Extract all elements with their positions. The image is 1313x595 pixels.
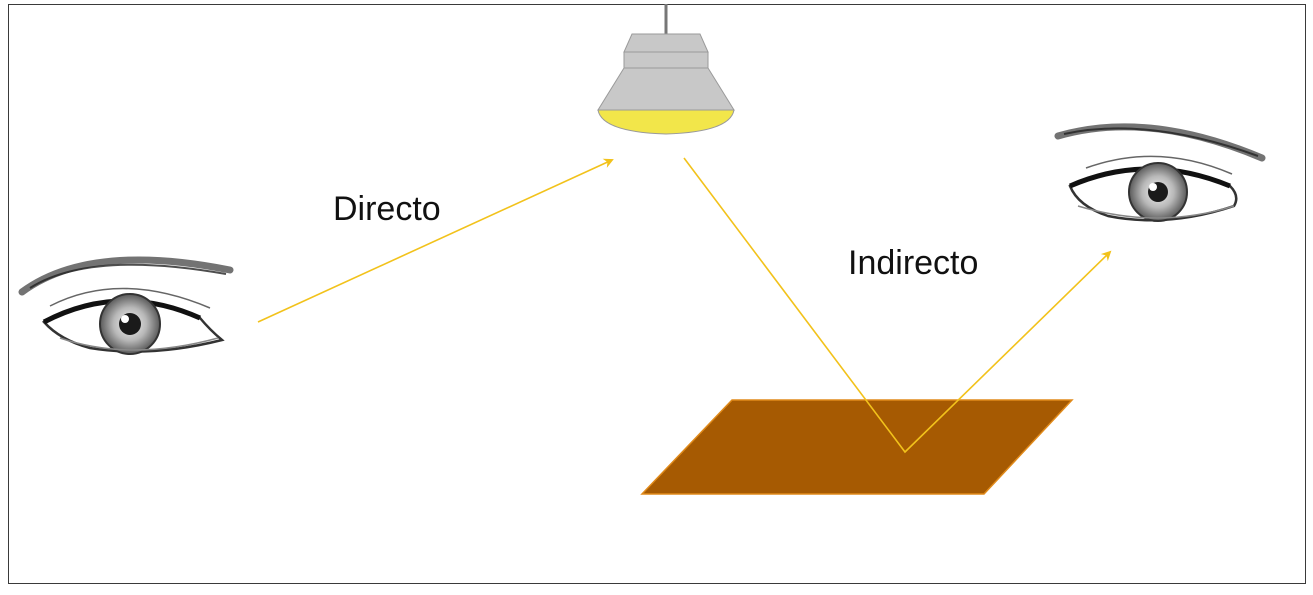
lamp-shade <box>597 67 735 111</box>
eye-icon <box>1054 123 1266 222</box>
lamp-glow <box>597 109 735 135</box>
direct-label: Directo <box>333 190 441 228</box>
lamp-top <box>623 33 709 53</box>
ceiling-lamp-icon <box>597 4 735 135</box>
eye-icon <box>18 256 234 355</box>
indirect-ray <box>683 157 1112 454</box>
direct-ray <box>257 158 614 323</box>
indirect-label: Indirecto <box>848 244 978 282</box>
reflective-surface <box>640 399 1074 495</box>
lamp-mid <box>623 51 709 69</box>
